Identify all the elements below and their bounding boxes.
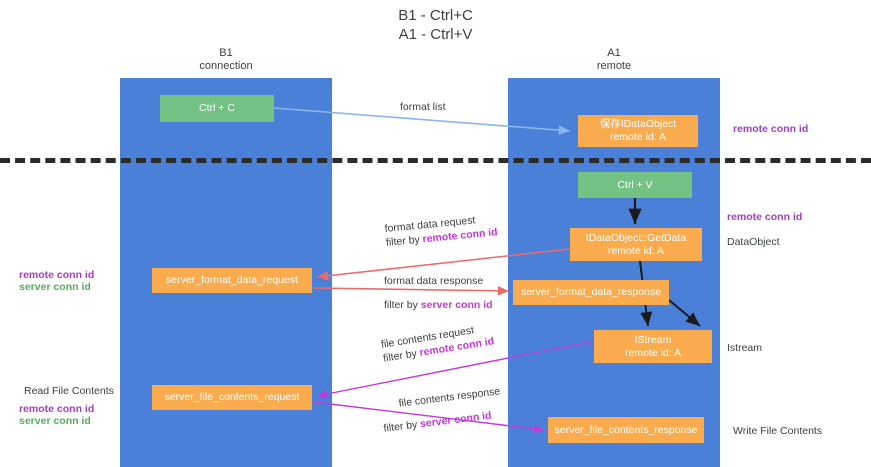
column-header-b1-name: B1 [219, 47, 233, 59]
node-server-format-data-request[interactable]: server_format_data_request [152, 268, 312, 293]
node-save-dataobject[interactable]: 保存IDataObject remote id: A [578, 115, 698, 147]
column-header-a1-name: A1 [607, 47, 621, 59]
page-title: B1 - Ctrl+C A1 - Ctrl+V [0, 6, 871, 44]
node-ctrl-v[interactable]: Ctrl + V [578, 172, 692, 198]
left-label-server-conn-id: server conn id [19, 281, 91, 293]
node-istream-line2: remote id: A [624, 346, 682, 359]
node-save-dataobject-line1: 保存IDataObject [599, 118, 677, 130]
node-server-file-contents-request-label: server_file_contents_request [164, 391, 300, 403]
edge-label-format-list: format list [400, 101, 446, 113]
left-label-remote-conn-id-2: remote conn id [19, 403, 95, 415]
node-getdata-text: IDataObject::GetData remote id: A [586, 232, 686, 258]
column-header-b1: B1 connection [150, 47, 302, 73]
phase-divider [0, 158, 871, 163]
column-header-a1-role: remote [596, 60, 632, 72]
column-header-a1: A1 remote [538, 47, 690, 73]
edge-label-format-data-response: format data response filter by server co… [384, 274, 493, 312]
node-getdata[interactable]: IDataObject::GetData remote id: A [570, 228, 702, 261]
edge-format-data-request [316, 248, 571, 281]
node-server-file-contents-request[interactable]: server_file_contents_request [152, 385, 312, 410]
node-save-dataobject-line2: remote id: A [609, 131, 666, 143]
edge-file-contents-request [316, 340, 595, 399]
filter-key-server-conn-id: server conn id [420, 299, 493, 311]
node-server-file-contents-response[interactable]: server_file_contents_response [548, 417, 704, 443]
node-save-dataobject-text: 保存IDataObject remote id: A [600, 118, 676, 144]
filter-prefix: filter by [385, 233, 424, 249]
right-label-istream: Istream [727, 342, 763, 354]
edge-format-data-response [313, 286, 510, 296]
edge-response-istream [668, 299, 701, 327]
edge-label-format-data-response-main: format data response [384, 275, 484, 287]
right-label-remote-conn-id-top: remote conn id [733, 123, 809, 135]
left-label-server-conn-id-2: server conn id [19, 415, 91, 427]
node-istream-line1: IStream [634, 333, 672, 346]
right-label-dataobject: DataObject [727, 236, 780, 248]
right-label-remote-conn-id-mid: remote conn id [727, 211, 803, 223]
node-ctrl-v-label: Ctrl + V [617, 178, 653, 191]
node-ctrl-c-label: Ctrl + C [199, 102, 235, 114]
edge-label-format-data-response-filter: filter by server conn id [384, 298, 493, 312]
node-server-format-data-request-label: server_format_data_request [166, 274, 298, 286]
right-label-write-file-contents: Write File Contents [733, 425, 823, 437]
node-ctrl-c[interactable]: Ctrl + C [160, 95, 274, 122]
node-server-file-contents-response-label: server_file_contents_response [554, 423, 698, 436]
filter-prefix: filter by [384, 299, 421, 311]
edge-file-contents-response [313, 401, 545, 433]
title-line-2: A1 - Ctrl+V [398, 26, 473, 43]
node-server-format-data-response[interactable]: server_format_data_response [513, 280, 669, 305]
node-istream-text: IStream remote id: A [625, 334, 681, 360]
title-line-1: B1 - Ctrl+C [398, 7, 473, 24]
left-label-remote-conn-id: remote conn id [19, 269, 95, 281]
node-getdata-line1: IDataObject::GetData [585, 231, 687, 244]
node-server-format-data-response-label: server_format_data_response [520, 286, 662, 298]
left-label-read-file-contents: Read File Contents [24, 385, 114, 397]
node-getdata-line2: remote id: A [607, 244, 664, 257]
column-header-b1-role: connection [199, 60, 253, 72]
edge-format-list [273, 107, 571, 135]
node-istream[interactable]: IStream remote id: A [594, 330, 712, 363]
